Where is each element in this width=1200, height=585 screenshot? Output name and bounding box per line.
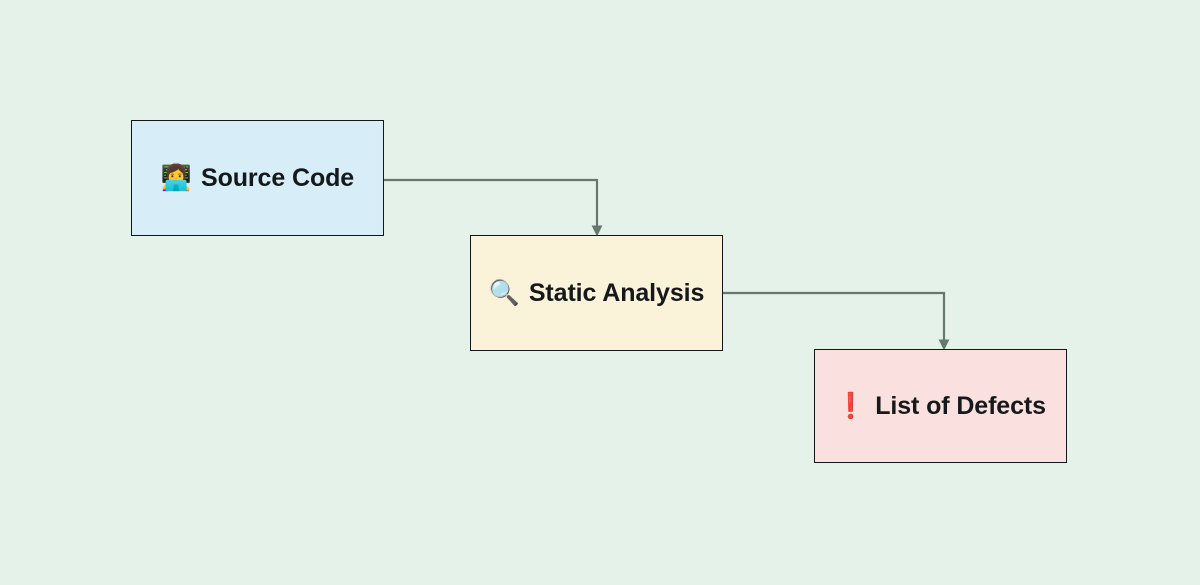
node-static-analysis[interactable]: 🔍 Static Analysis	[470, 235, 723, 351]
node-source-code-content: 👩‍💻 Source Code	[147, 164, 368, 193]
node-static-analysis-label: Static Analysis	[528, 278, 705, 307]
node-list-of-defects-content: ❗ List of Defects	[821, 392, 1060, 421]
node-list-of-defects[interactable]: ❗ List of Defects	[814, 349, 1067, 463]
node-static-analysis-content: 🔍 Static Analysis	[475, 279, 719, 308]
node-source-code[interactable]: 👩‍💻 Source Code	[131, 120, 384, 236]
node-source-code-label: Source Code	[201, 163, 355, 192]
exclamation-mark-icon: ❗	[835, 391, 867, 420]
edge-analysis-to-defects	[723, 291, 950, 351]
node-list-of-defects-label: List of Defects	[875, 391, 1046, 420]
magnifying-glass-icon: 🔍	[488, 278, 520, 307]
technologist-icon: 👩‍💻	[160, 163, 193, 192]
edge-source-to-analysis	[384, 178, 603, 237]
